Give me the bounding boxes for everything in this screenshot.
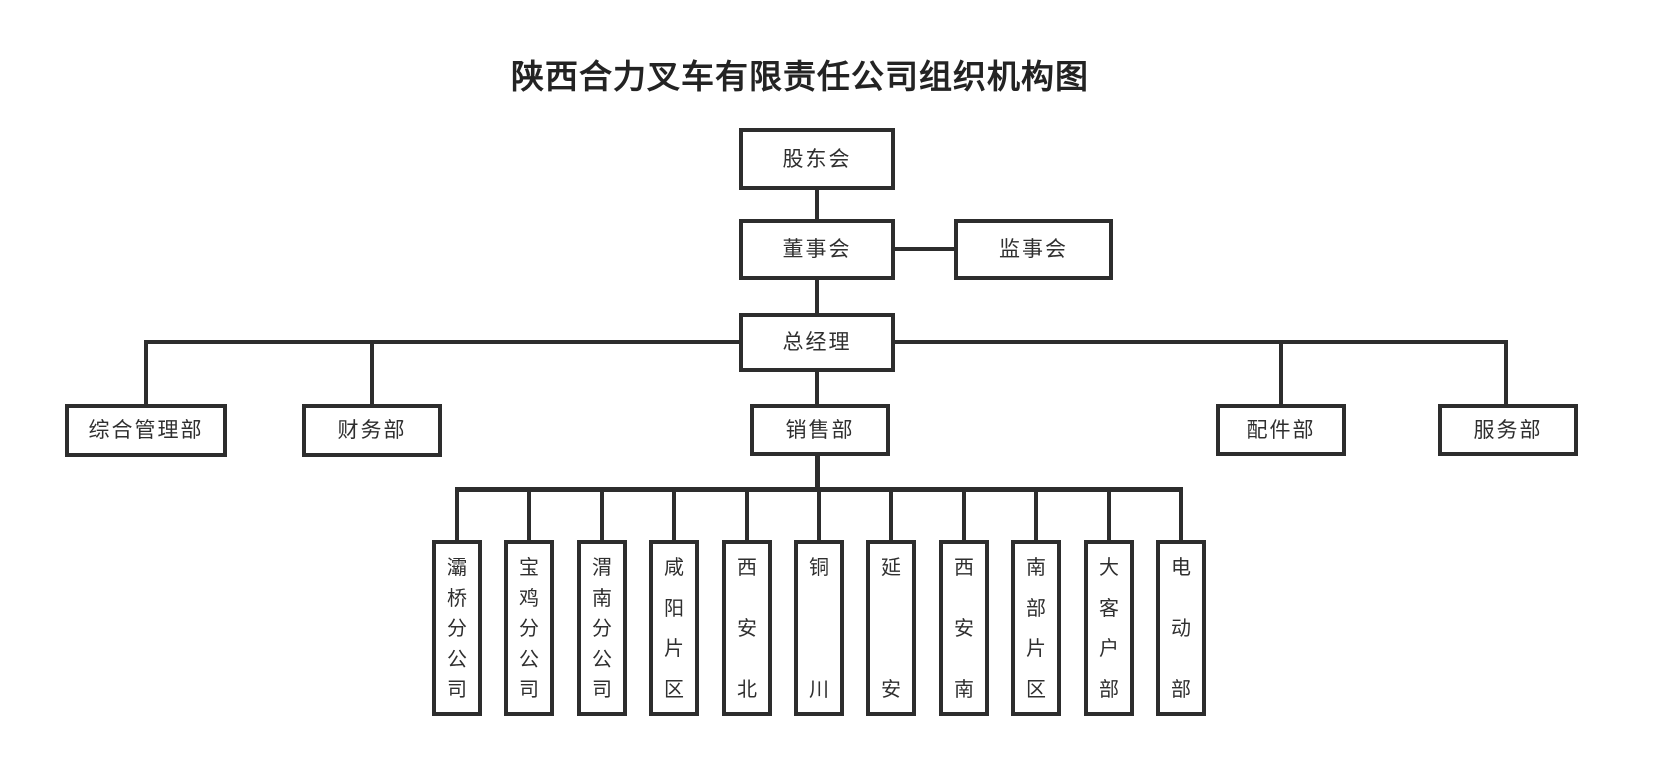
org-node-finance-dept: 财务部 (302, 404, 442, 457)
org-node-baqiao-branch: 灞桥分公司 (432, 540, 482, 716)
connector-line (527, 487, 531, 543)
connector-line (815, 190, 819, 219)
org-node-label-char: 公 (447, 646, 467, 671)
org-node-general-admin-dept: 综合管理部 (65, 404, 227, 457)
connector-line (1179, 487, 1183, 543)
org-node-label-char: 大 (1099, 555, 1119, 579)
org-node-label-char: 公 (519, 646, 539, 671)
org-node-electric-dept: 电动部 (1156, 540, 1206, 716)
connector-line (895, 340, 1508, 344)
connector-line (815, 280, 819, 313)
org-node-shareholders: 股东会 (739, 128, 895, 190)
connector-line (144, 340, 148, 404)
org-node-label-char: 西 (737, 555, 757, 579)
org-node-label-char: 司 (447, 677, 467, 701)
org-node-label-char: 南 (954, 677, 974, 701)
org-node-label-char: 动 (1171, 616, 1191, 640)
org-node-baoji-branch: 宝鸡分公司 (504, 540, 554, 716)
org-node-label-char: 电 (1171, 555, 1191, 579)
org-node-label-char: 川 (809, 677, 829, 701)
org-node-label-char: 分 (592, 616, 612, 640)
connector-line (815, 455, 820, 489)
org-node-south-area: 南部片区 (1011, 540, 1061, 716)
org-node-label-char: 西 (954, 555, 974, 579)
org-node-service-dept: 服务部 (1438, 404, 1578, 456)
connector-line (889, 487, 893, 543)
connector-line (672, 487, 676, 543)
connector-line (817, 487, 821, 543)
org-node-label-char: 客 (1099, 595, 1119, 620)
connector-line (455, 487, 459, 543)
org-node-label-char: 桥 (447, 585, 467, 610)
connector-line (144, 340, 739, 344)
org-node-label-char: 部 (1171, 677, 1191, 701)
connector-line (370, 340, 374, 404)
org-node-label-char: 阳 (664, 595, 684, 620)
connector-line (1504, 340, 1508, 404)
org-node-supervisors: 监事会 (954, 219, 1113, 280)
org-node-label-char: 区 (664, 676, 684, 701)
org-node-yanan: 延安 (866, 540, 916, 716)
org-node-xian-south: 西安南 (939, 540, 989, 716)
connector-line (962, 487, 966, 543)
org-node-general-manager: 总经理 (739, 313, 895, 372)
org-node-label-char: 司 (519, 677, 539, 701)
org-node-label-char: 北 (737, 677, 757, 701)
org-node-label-char: 铜 (809, 555, 829, 579)
connector-line (815, 372, 819, 405)
org-node-key-accounts-dept: 大客户部 (1084, 540, 1134, 716)
org-node-label-char: 南 (1026, 555, 1046, 579)
org-node-label-char: 分 (447, 616, 467, 640)
org-node-label-char: 安 (881, 677, 901, 701)
org-node-label-char: 片 (1026, 636, 1046, 661)
org-node-label-char: 分 (519, 616, 539, 640)
org-node-label-char: 部 (1099, 676, 1119, 701)
connector-line (600, 487, 604, 543)
org-node-label-char: 司 (592, 677, 612, 701)
org-node-label-char: 户 (1099, 636, 1119, 661)
connector-line (745, 487, 749, 543)
org-node-label-char: 灞 (447, 555, 467, 579)
org-node-board: 董事会 (739, 219, 895, 280)
chart-title: 陕西合力叉车有限责任公司组织机构图 (511, 58, 1089, 95)
connector-line (1034, 487, 1038, 543)
org-node-weinan-branch: 渭南分公司 (577, 540, 627, 716)
org-node-label-char: 南 (592, 585, 612, 610)
org-node-xianyang-area: 咸阳片区 (649, 540, 699, 716)
org-node-tongchuan: 铜川 (794, 540, 844, 716)
org-node-label-char: 延 (881, 555, 901, 579)
org-node-label-char: 鸡 (519, 585, 539, 610)
org-node-parts-dept: 配件部 (1216, 404, 1346, 456)
connector-line (1279, 340, 1283, 404)
org-node-label-char: 部 (1026, 595, 1046, 620)
org-node-label-char: 安 (737, 616, 757, 640)
org-node-label-char: 宝 (519, 555, 539, 579)
connector-line (1107, 487, 1111, 543)
connector-line (895, 247, 954, 251)
org-node-label-char: 咸 (664, 555, 684, 579)
org-node-label-char: 区 (1026, 676, 1046, 701)
org-node-label-char: 片 (664, 636, 684, 661)
org-node-label-char: 渭 (592, 555, 612, 579)
org-node-xian-north: 西安北 (722, 540, 772, 716)
org-node-label-char: 安 (954, 616, 974, 640)
org-node-label-char: 公 (592, 646, 612, 671)
org-node-sales-dept: 销售部 (750, 404, 890, 456)
